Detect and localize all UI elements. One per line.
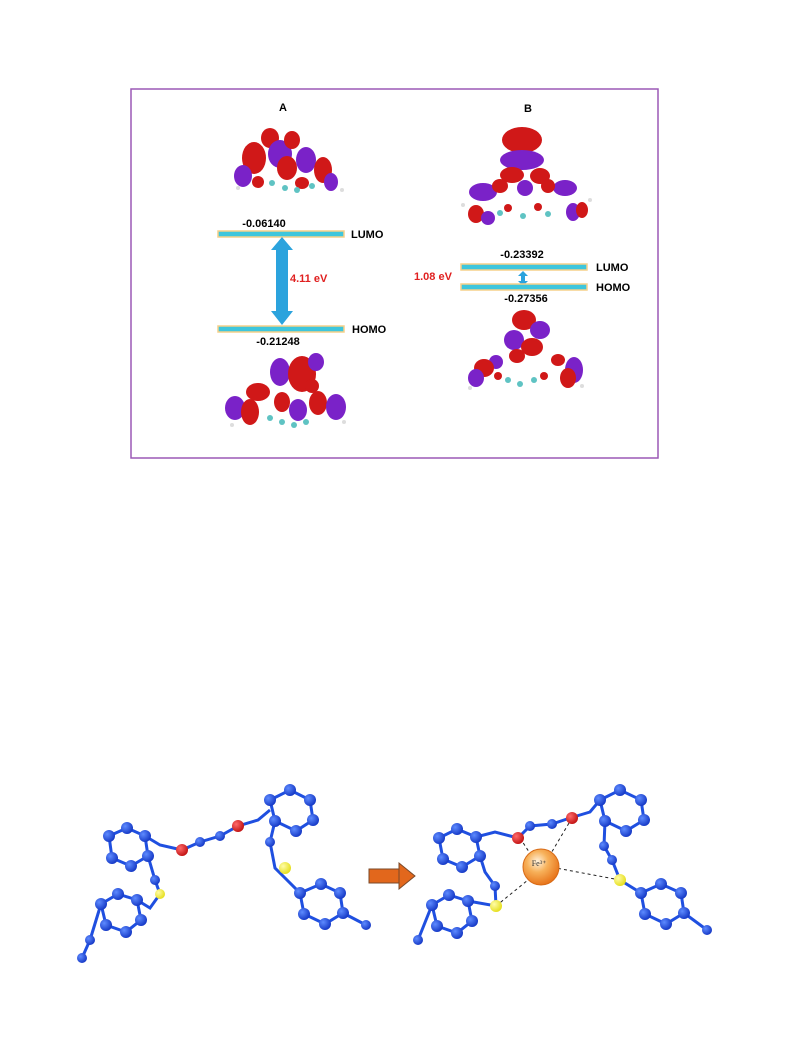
panel-b-homo-level bbox=[460, 283, 588, 291]
fe-complex-atoms bbox=[413, 784, 712, 945]
panel-a-homo-orbital bbox=[225, 353, 346, 428]
panel-b-gap-energy: 1.08 eV bbox=[414, 271, 453, 283]
panel-a-gap-energy: 4.11 eV bbox=[290, 273, 328, 285]
panel-a-homo-label: HOMO bbox=[352, 324, 387, 336]
panel-a-lumo-label: LUMO bbox=[351, 229, 384, 241]
panel-b-lumo-value: -0.23392 bbox=[500, 249, 543, 261]
panel-a-homo-value: -0.21248 bbox=[256, 336, 299, 348]
panel-b-homo-orbital bbox=[468, 310, 584, 390]
panel-a-homo-level bbox=[217, 325, 345, 333]
energy-diagram-frame bbox=[130, 88, 659, 459]
free-ligand-atoms bbox=[77, 784, 371, 963]
panel-b-homo-label: HOMO bbox=[596, 282, 631, 294]
panel-b-homo-value: -0.27356 bbox=[504, 293, 547, 305]
panel-b-lumo-label: LUMO bbox=[596, 262, 629, 274]
panel-a-lumo-value: -0.06140 bbox=[242, 218, 285, 230]
fe-ion bbox=[522, 848, 560, 886]
reaction-arrow bbox=[368, 861, 416, 891]
panel-a-lumo-level bbox=[217, 230, 345, 238]
panel-b-lumo-level bbox=[460, 263, 588, 271]
panel-b-label: B bbox=[524, 103, 532, 115]
panel-a-label: A bbox=[279, 102, 287, 114]
panel-a-gap-arrow bbox=[271, 237, 293, 325]
panel-b-lumo-orbital bbox=[461, 127, 592, 225]
panel-a-lumo-orbital bbox=[234, 128, 344, 193]
fe-ion-label: Fe³⁺ bbox=[532, 859, 547, 868]
